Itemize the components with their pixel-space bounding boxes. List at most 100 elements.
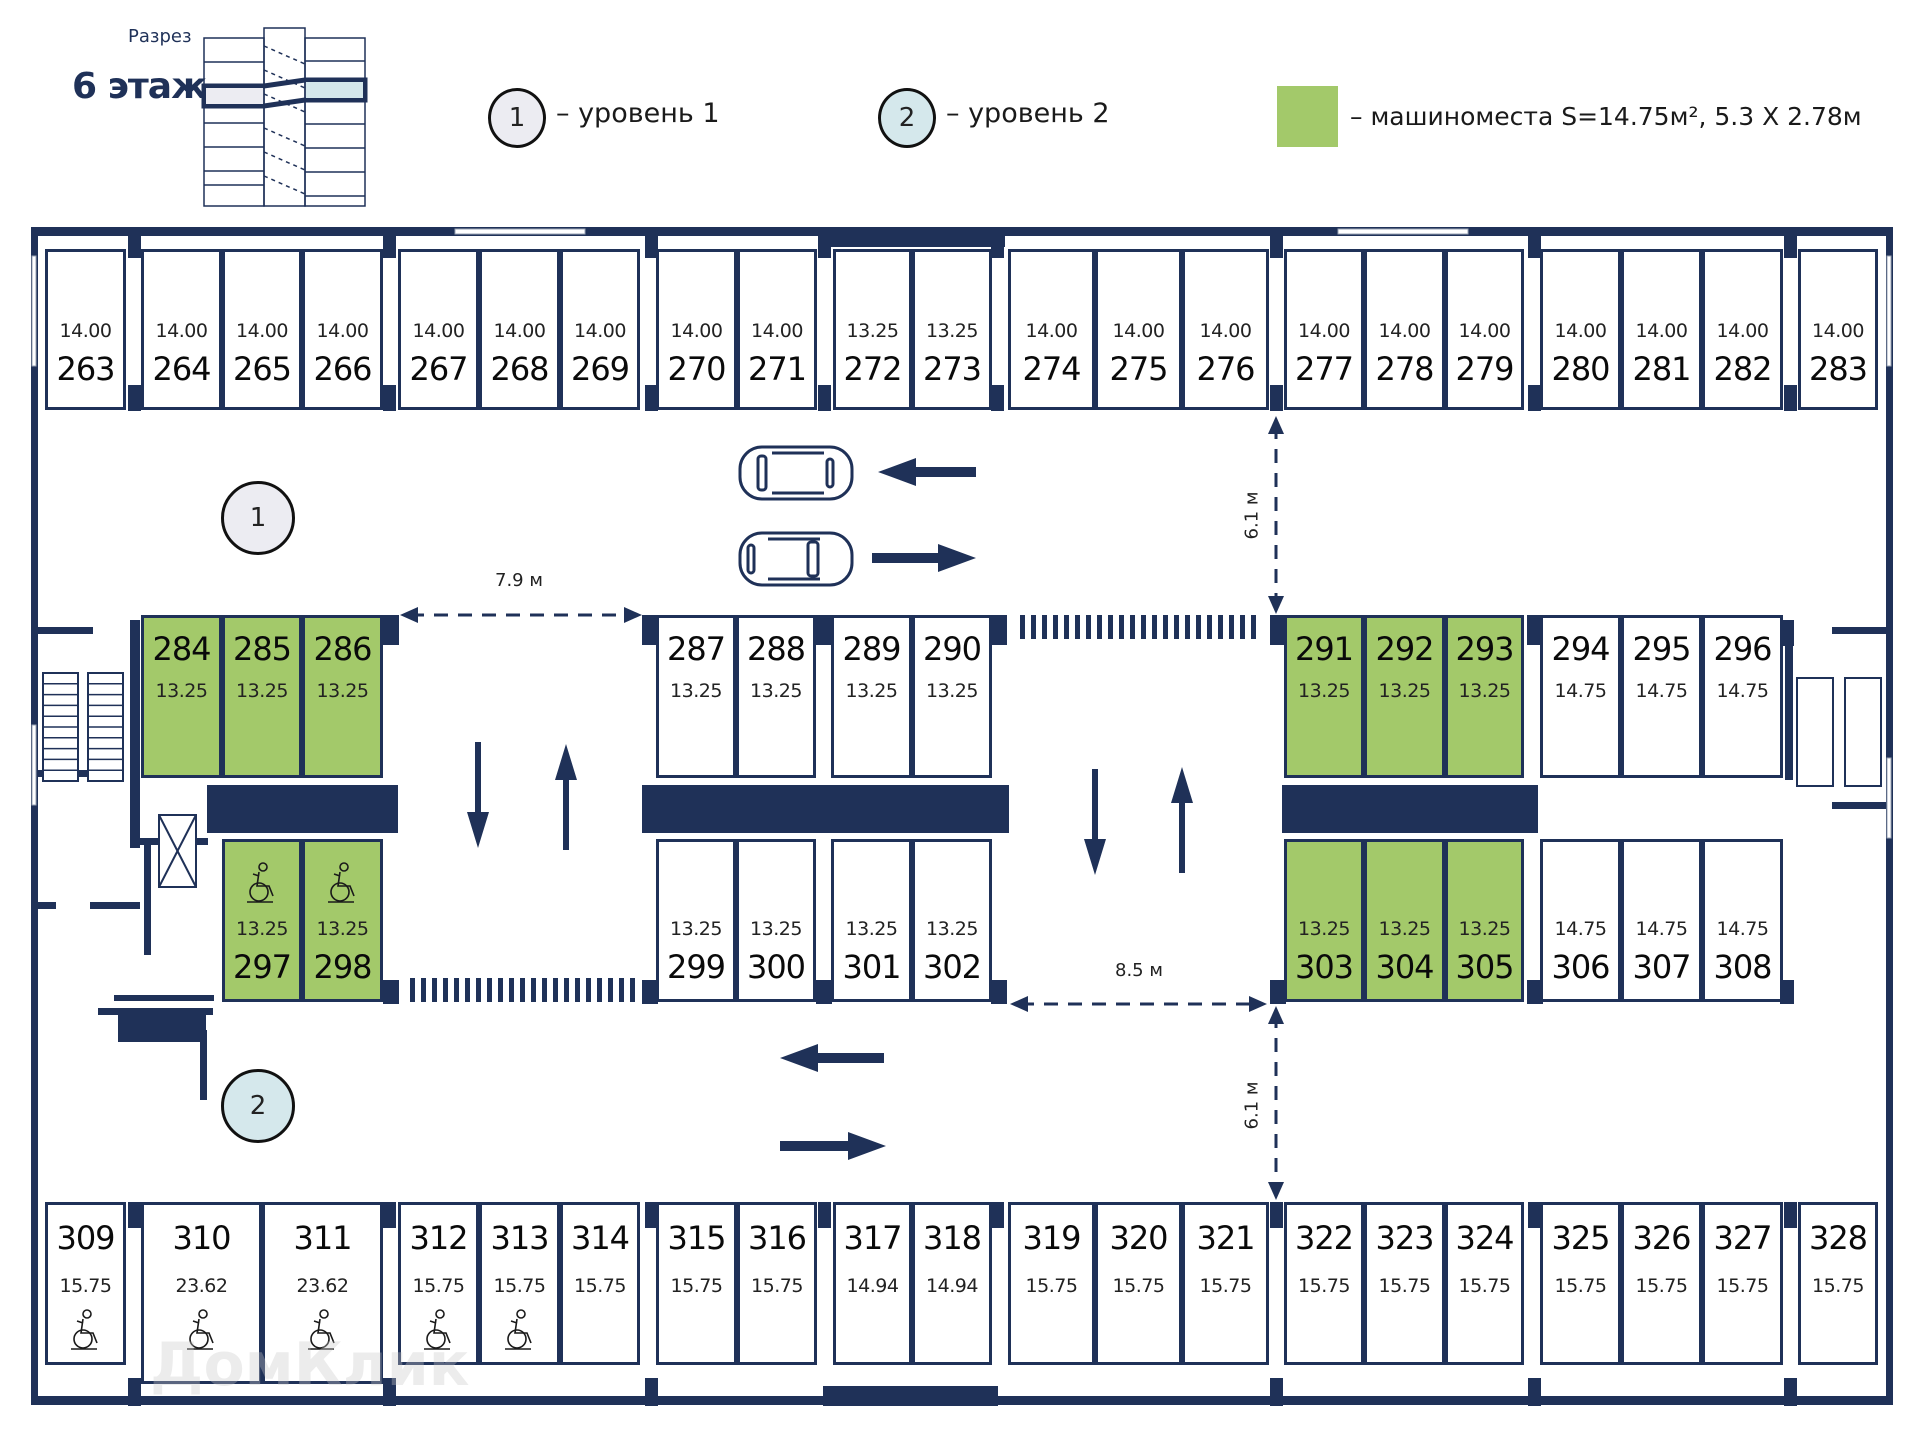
stall-area: 14.00 <box>670 320 723 342</box>
spine-right <box>1282 785 1538 833</box>
wheelchair-icon <box>185 1309 219 1351</box>
stall-area: 13.25 <box>845 680 898 702</box>
stall-number: 292 <box>1375 630 1434 668</box>
legend-green-text: – машиноместа S=14.75м², 5.3 X 2.78м <box>1350 102 1862 131</box>
wheelchair-icon <box>422 1309 456 1351</box>
stall-number: 310 <box>172 1219 231 1257</box>
crosswalk-stripe <box>487 978 492 1002</box>
stall-area: 13.25 <box>926 918 978 940</box>
stall-area: 15.75 <box>670 1275 723 1297</box>
stall-number: 297 <box>232 948 292 986</box>
stall-area: 23.62 <box>296 1275 349 1297</box>
car-icon-left <box>738 445 854 501</box>
stall-area: 14.75 <box>1716 918 1769 940</box>
stall-number: 283 <box>1808 350 1868 388</box>
crosswalk-stripe <box>432 978 437 1002</box>
stall-area: 14.00 <box>1812 320 1864 342</box>
stall-number: 273 <box>922 350 982 388</box>
stall-number: 327 <box>1713 1219 1772 1257</box>
shaft-top <box>830 227 1005 247</box>
crosswalk-stripe <box>509 978 514 1002</box>
crosswalk-stripe <box>443 978 448 1002</box>
crosswalk-stripe <box>608 978 613 1002</box>
stall-area: 14.75 <box>1635 680 1688 702</box>
stall-number: 268 <box>490 350 549 388</box>
dim-right-passage: 8.5 м <box>1115 960 1163 981</box>
stall-area: 15.75 <box>1554 1275 1607 1297</box>
stall-area: 14.75 <box>1554 918 1607 940</box>
crosswalk-stripe <box>1064 615 1069 639</box>
stall-area: 15.75 <box>1298 1275 1350 1297</box>
crosswalk-stripe <box>1174 615 1179 639</box>
parking-stall-283[interactable]: 283 14.00 <box>1798 249 1878 410</box>
traffic-arrows <box>467 458 1193 1160</box>
stall-area: 13.25 <box>316 918 369 940</box>
